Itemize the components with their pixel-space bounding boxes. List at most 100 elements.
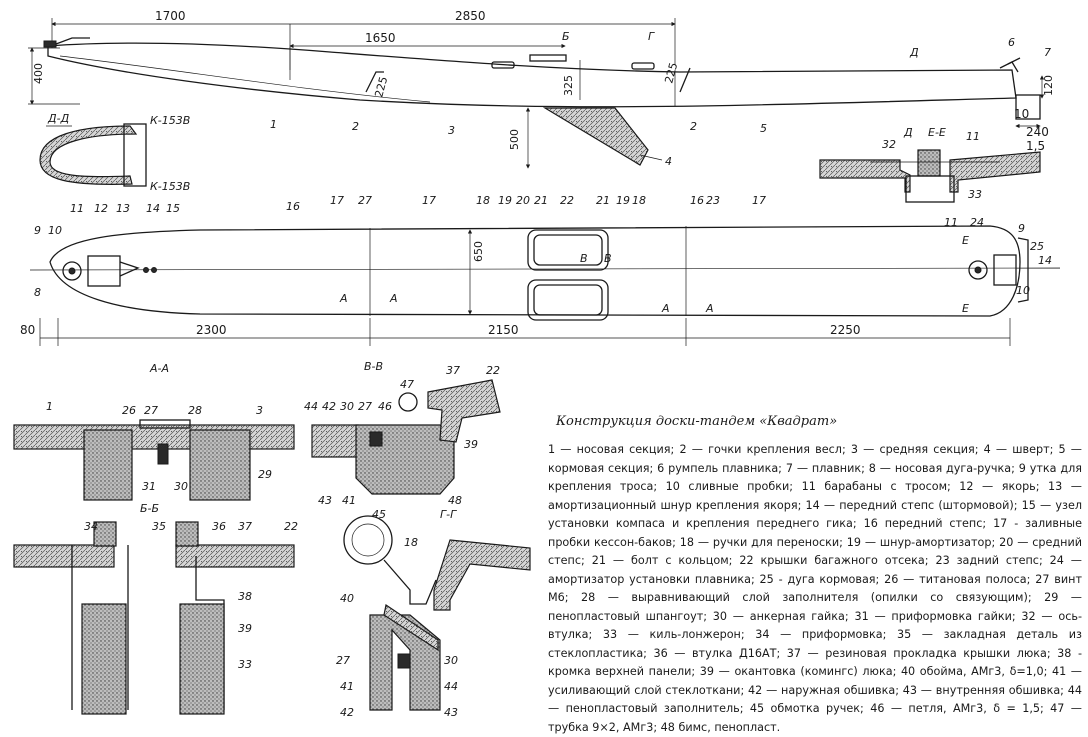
label-11a: 11	[70, 202, 84, 215]
label-45: 45	[372, 508, 386, 521]
label-18-gg: 18	[404, 536, 418, 549]
dim-240: 240	[1026, 125, 1049, 139]
label-26: 26	[122, 404, 136, 417]
label-4: 4	[665, 155, 672, 168]
dim-1700: 1700	[155, 9, 186, 23]
daggerboard	[542, 107, 649, 166]
section-title-dd: Д-Д	[47, 112, 70, 125]
label-34: 34	[84, 520, 98, 533]
label-42-gg: 42	[340, 706, 354, 719]
label-27-vv: 27	[358, 400, 372, 413]
label-30-gg: 30	[444, 654, 458, 667]
section-title-aa: А-А	[149, 362, 169, 375]
label-16b: 16	[690, 194, 704, 207]
label-27: 27	[358, 194, 372, 207]
label-37-vv: 37	[446, 364, 460, 377]
plan-mark-e1: Е	[962, 234, 969, 247]
label-13: 13	[116, 202, 130, 215]
label-19b: 19	[616, 194, 630, 207]
plan-mark-a2: А	[389, 292, 398, 305]
label-41-gg: 41	[340, 680, 354, 693]
dim-10: 10	[1014, 107, 1029, 121]
label-9b: 9	[1018, 222, 1025, 235]
label-22-vv: 22	[486, 364, 500, 377]
label-1: 1	[270, 118, 277, 131]
label-22: 22	[560, 194, 574, 207]
plan-mark-a3: А	[661, 302, 670, 315]
dim-2150: 2150	[488, 323, 519, 337]
plan-mark-a1: А	[339, 292, 348, 305]
label-44-gg: 44	[444, 680, 458, 693]
label-17b: 17	[422, 194, 436, 207]
label-11b: 11	[944, 216, 958, 229]
section-mark-d2: Д	[903, 126, 913, 139]
label-41-vv: 41	[342, 494, 356, 507]
section-title-ee: Е-Е	[928, 126, 946, 139]
label-40: 40	[340, 592, 354, 605]
label-48: 48	[448, 494, 462, 507]
label-9a: 9	[34, 224, 41, 237]
section-v-v: В-В 47 37 22 44 42 30 27 46 39 43 41 48	[304, 360, 501, 507]
label-28: 28	[188, 404, 202, 417]
label-36: 36	[212, 520, 226, 533]
label-11-ee: 11	[966, 130, 980, 143]
label-6: 6	[1008, 36, 1015, 49]
label-14: 14	[146, 202, 160, 215]
label-10b: 10	[1016, 284, 1030, 297]
label-7: 7	[1044, 46, 1051, 59]
dim-225b: 225	[662, 61, 680, 85]
dim-80: 80	[20, 323, 35, 337]
label-1-aa: 1	[46, 400, 53, 413]
dim-1650: 1650	[365, 31, 396, 45]
section-b-b: Б-Б 34 35 36 37 22 38 39 33	[13, 502, 298, 715]
label-21b: 21	[596, 194, 610, 207]
label-47: 47	[400, 378, 414, 391]
label-21a: 21	[534, 194, 548, 207]
label-24: 24	[970, 216, 984, 229]
label-39-vv: 39	[464, 438, 478, 451]
dim-325: 325	[562, 75, 575, 96]
label-37-bb: 37	[238, 520, 252, 533]
label-22-bb: 22	[284, 520, 298, 533]
dim-2850: 2850	[455, 9, 486, 23]
caption-text: 1 — носовая секция; 2 — гочки крепления …	[548, 443, 1082, 734]
plan-mark-a4: А	[705, 302, 714, 315]
label-10a: 10	[48, 224, 62, 237]
dim-400: 400	[32, 63, 45, 84]
section-g-g: Г-Г 45 18 40 27 30 41 44 42 43	[336, 508, 531, 719]
section-mark-d: Д	[909, 46, 919, 59]
section-d-d: Д-Д К-153В К-153В	[39, 112, 190, 193]
section-title-gg: Г-Г	[440, 508, 457, 521]
dim-2250: 2250	[830, 323, 861, 337]
label-3-aa: 3	[256, 404, 263, 417]
side-view: 1700 2850 1650 400 120 10 240 1,5 225	[28, 9, 1055, 169]
label-46: 46	[378, 400, 392, 413]
plan-mark-e2: Е	[962, 302, 969, 315]
plan-view: 650 80 2300 2150 2250 9 10 8 11 12 13 14…	[20, 194, 1061, 346]
label-43-vv: 43	[318, 494, 332, 507]
label-16a: 16	[286, 200, 300, 213]
label-8: 8	[34, 286, 41, 299]
label-35: 35	[152, 520, 166, 533]
label-2b: 2	[690, 120, 697, 133]
caption: Конструкция доски-тандем «Квадрат» 1 — н…	[548, 414, 1082, 737]
label-14b: 14	[1038, 254, 1052, 267]
label-33-ee: 33	[968, 188, 982, 201]
label-3: 3	[448, 124, 455, 137]
hull-profile	[47, 42, 1017, 108]
label-25: 25	[1030, 240, 1044, 253]
section-title-bb: Б-Б	[140, 502, 159, 515]
label-27-gg: 27	[336, 654, 350, 667]
plan-mark-v2: В	[604, 252, 612, 265]
label-20: 20	[516, 194, 530, 207]
label-18b: 18	[632, 194, 646, 207]
label-5: 5	[760, 122, 767, 135]
label-15: 15	[166, 202, 180, 215]
dim-500: 500	[508, 129, 521, 150]
label-18a: 18	[476, 194, 490, 207]
label-32: 32	[882, 138, 896, 151]
label-19a: 19	[498, 194, 512, 207]
deck-outline	[49, 225, 1021, 317]
dim-650: 650	[472, 241, 485, 262]
